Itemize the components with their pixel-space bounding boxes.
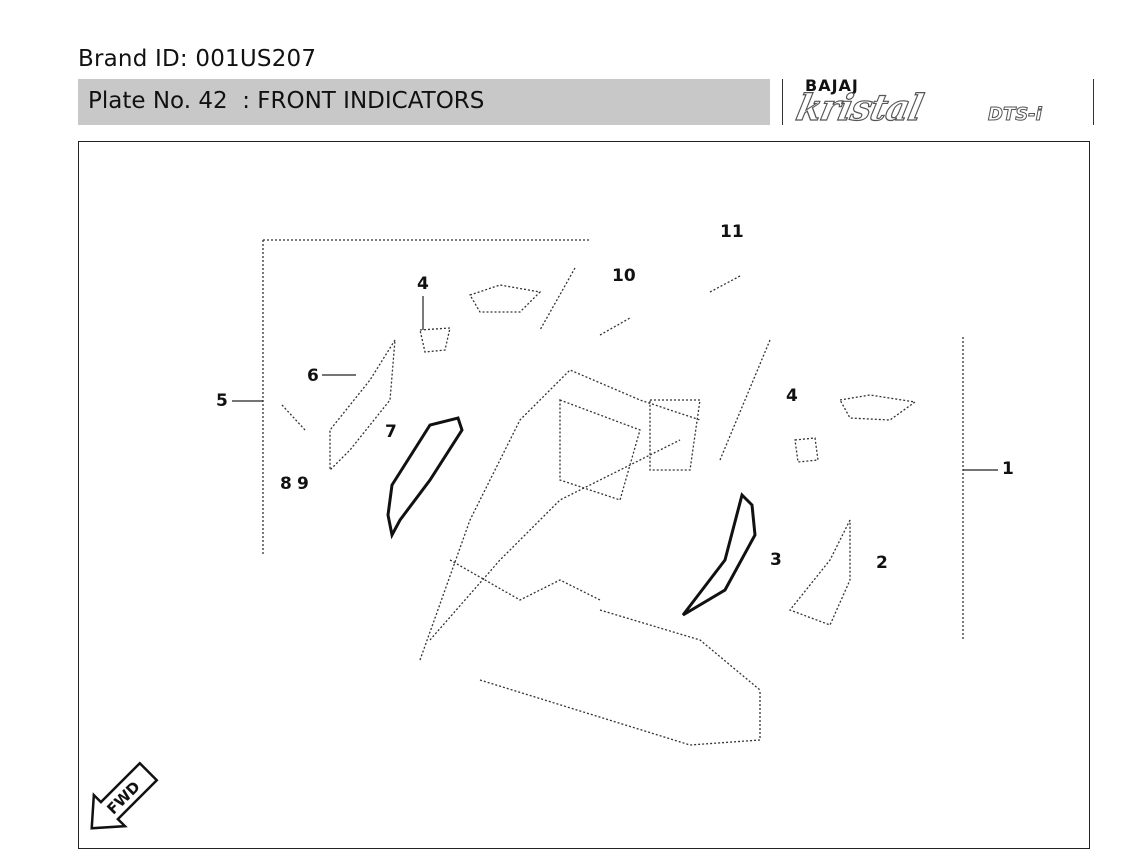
callout-3: 3 bbox=[770, 550, 782, 570]
callout-4-right: 4 bbox=[786, 386, 798, 406]
callout-2: 2 bbox=[876, 553, 888, 573]
socket-small-right bbox=[794, 437, 819, 463]
callout-4-top: 4 bbox=[417, 274, 429, 294]
bulb-socket-right bbox=[838, 394, 917, 421]
callout-10: 10 bbox=[612, 266, 636, 286]
fwd-arrow-icon: FWD bbox=[90, 761, 159, 830]
brand-logo: BAJAJ kristal DTS-i bbox=[782, 76, 1094, 130]
callout-7: 7 bbox=[385, 422, 397, 442]
callout-6: 6 bbox=[307, 366, 319, 386]
plate-title: Plate No. 42 : FRONT INDICATORS bbox=[88, 88, 485, 114]
callout-11: 11 bbox=[720, 222, 744, 242]
callout-8: 8 bbox=[280, 474, 292, 494]
logo-maker: BAJAJ bbox=[805, 76, 859, 95]
callout-9: 9 bbox=[297, 474, 309, 494]
right-fairing-panel bbox=[788, 519, 851, 626]
right-indicator-lens bbox=[681, 492, 757, 617]
screw-8-9 bbox=[281, 404, 306, 431]
callout-5: 5 bbox=[216, 391, 228, 411]
assembly-bracket-left bbox=[262, 239, 590, 555]
left-fairing-panel bbox=[329, 339, 396, 472]
socket-small-left bbox=[419, 327, 451, 353]
bulb-socket-top bbox=[469, 284, 542, 313]
brand-id: Brand ID: 001US207 bbox=[78, 46, 317, 72]
wire-part-10 bbox=[599, 317, 631, 336]
front-frame-outline bbox=[419, 267, 771, 746]
diagram-frame bbox=[78, 141, 1090, 849]
logo-variant: DTS-i bbox=[988, 104, 1043, 126]
callout-1: 1 bbox=[1002, 459, 1014, 479]
plate-title-bar: Plate No. 42 : FRONT INDICATORS bbox=[78, 79, 770, 125]
wire-part-11 bbox=[709, 275, 741, 293]
left-indicator-lens bbox=[386, 416, 464, 540]
